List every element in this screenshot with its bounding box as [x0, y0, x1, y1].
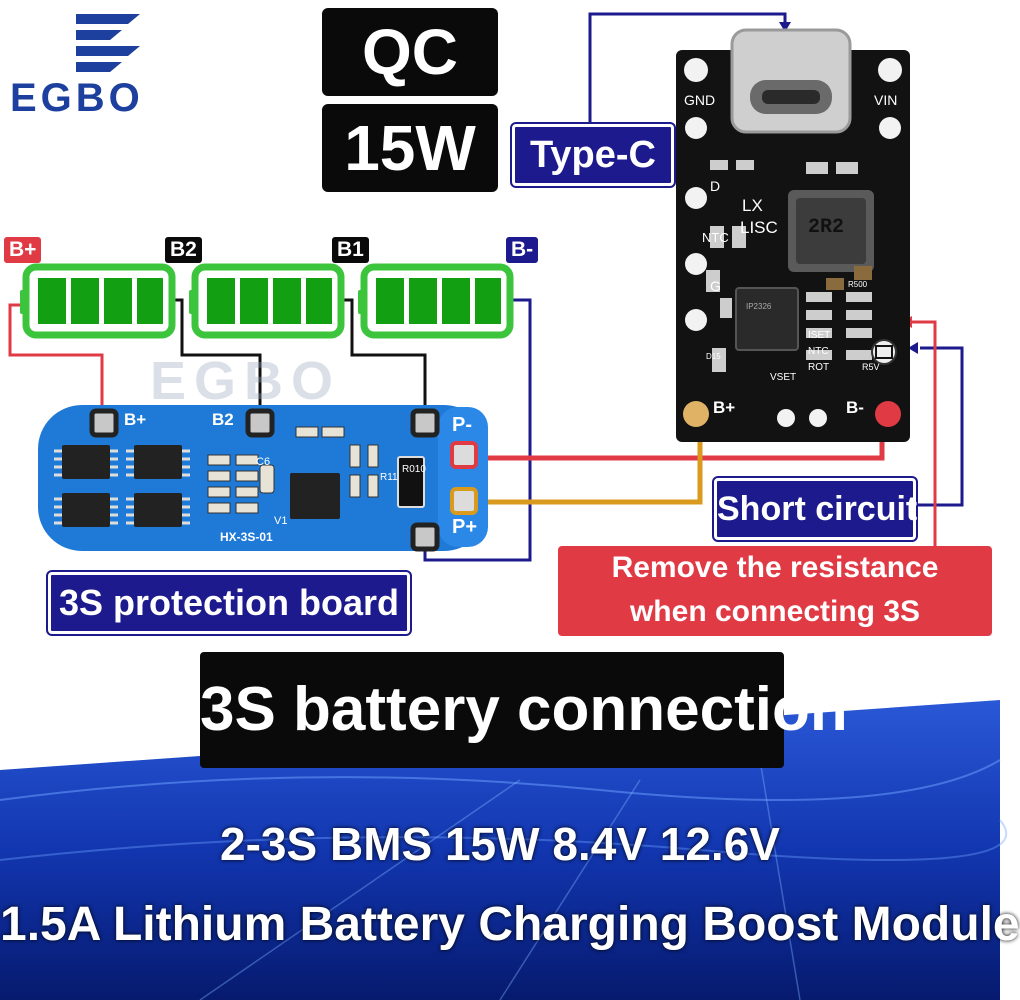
protection-board — [38, 405, 488, 552]
board-pad-pminus: P- — [452, 414, 472, 436]
module-pin-gnd: GND — [684, 92, 716, 108]
label-bminus: B- — [506, 237, 539, 263]
remove-resistance-note: Remove the resistance when connecting 3S — [558, 546, 992, 636]
brand-name: EGBO — [10, 76, 144, 120]
module-silk-isft: ISET — [808, 330, 831, 341]
board-silk-v1: V1 — [274, 515, 288, 527]
battery-1-icon — [20, 263, 176, 339]
charger-module — [676, 28, 910, 442]
module-silk-r500: R500 — [848, 280, 868, 289]
module-silk-d15: D15 — [706, 352, 721, 361]
module-pin-g: G — [710, 278, 721, 294]
board-pad-pplus: P+ — [452, 516, 478, 538]
footer-line-2: 1.5A Lithium Battery Charging Boost Modu… — [0, 898, 1020, 951]
footer-line-1: 2-3S BMS 15W 8.4V 12.6V — [220, 818, 780, 870]
arrow-down-icon — [779, 22, 791, 32]
wire-typec — [588, 12, 787, 125]
board-silk-c6: C6 — [256, 456, 271, 468]
label-bplus: B+ — [4, 237, 42, 263]
qc-badge: QC — [322, 8, 498, 96]
wire-remove-resistance — [912, 320, 937, 547]
label-b2: B2 — [165, 237, 202, 263]
module-silk-lx: LX — [742, 196, 763, 215]
board-silk-r11: R11 — [380, 472, 398, 483]
label-b1: B1 — [332, 237, 369, 263]
battery-3-icon — [358, 263, 514, 339]
module-silk-vset: VSET — [770, 372, 797, 383]
board-silk-r010: R010 — [402, 464, 426, 475]
module-pin-bminus: B- — [846, 398, 864, 417]
battery-pack — [20, 263, 514, 339]
module-pin-ntc: NTC — [702, 230, 729, 245]
remove-resistance-line-1: Remove the resistance — [611, 551, 939, 584]
power-badge: 15W — [322, 104, 498, 192]
module-silk-rot: ROT — [808, 362, 830, 373]
module-inductor-label: 2R2 — [808, 216, 845, 239]
module-pin-d: D — [710, 178, 721, 194]
module-silk-lisc: LISC — [740, 218, 778, 237]
arrow-left-icon — [908, 342, 918, 354]
remove-resistance-line-2: when connecting 3S — [629, 595, 921, 628]
wire-b2 — [172, 298, 262, 418]
module-pin-bplus: B+ — [713, 398, 736, 417]
battery-2-icon — [189, 263, 345, 339]
wire-bplus — [8, 303, 104, 418]
wire-short-circuit — [913, 346, 964, 507]
egbo-logo-icon — [76, 14, 140, 72]
board-pad-b2: B2 — [212, 410, 234, 429]
short-circuit-label: Short circuit — [714, 478, 917, 540]
board-pad-bplus: B+ — [124, 410, 147, 429]
watermark: EGBO — [150, 351, 342, 411]
board-model: HX-3S-01 — [220, 530, 273, 544]
module-chip-label: IP2326 — [746, 302, 772, 311]
module-pin-vin: VIN — [874, 92, 898, 108]
module-silk-r5v: R5V — [862, 362, 880, 372]
module-silk-ntc: NTC — [808, 346, 829, 357]
wire-bminus — [423, 298, 532, 562]
typec-badge: Type-C — [512, 124, 674, 186]
wire-b1 — [342, 298, 427, 418]
protection-board-caption: 3S protection board — [48, 572, 410, 634]
page-title: 3S battery connection — [200, 652, 848, 768]
